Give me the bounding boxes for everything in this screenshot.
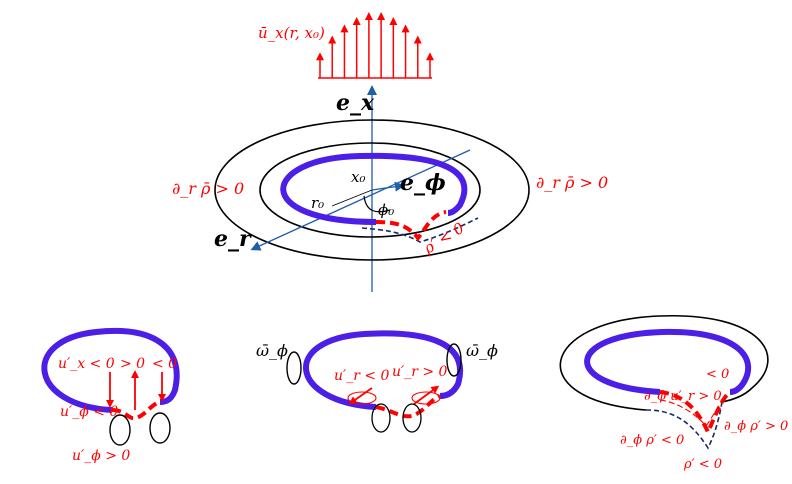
ur-neg-arrow [348,387,373,405]
displaced-contour [361,217,479,243]
omega-loop-left [286,351,302,385]
lt0-label: < 0 [706,367,729,382]
ux-neg2-label: < 0 [152,356,177,372]
phi0-label: ϕ₀ [378,201,394,219]
omega-right-label: ω̄_ϕ [466,341,498,360]
omega-left-label: ω̄_ϕ [256,341,288,360]
dphi-rho-neg-label: ∂_ϕ ρ′ < 0 [620,433,684,448]
ux-neg-label: u′_x < 0 [58,356,115,372]
er-label: e_r [214,226,252,252]
dphi-rho-pos-label: ∂_ϕ ρ′ > 0 [724,419,788,434]
ur-pos-label: u′_r > 0 [392,364,448,380]
bottom-middle-panel: ω̄_ϕ ω̄_ϕ u′_r < 0 u′_r > 0 [256,330,498,433]
ephi-label: e_ϕ [400,170,446,196]
uphi-neg-label: u′_ϕ < 0 [60,404,118,420]
r0-label: r₀ [311,194,324,212]
grad-left-label: ∂_r ρ̄ > 0 [172,179,244,198]
uphi-pos-label: u′_ϕ > 0 [72,448,130,464]
vortex-ring [41,328,180,413]
er-axis [250,149,471,251]
profile-arrows [316,12,434,78]
middle-density-contour [259,142,481,238]
ephi-arrow [371,181,405,192]
rho-prime-label: ρ′ < 0 [683,457,722,472]
bottom-left-panel: u′_x < 0 > 0 < 0 u′_ϕ < 0 u′_ϕ > 0 [41,328,180,464]
grad-right-label: ∂_r ρ̄ > 0 [536,173,608,192]
ur-pos-arrow [413,385,440,405]
r0-line [331,189,373,207]
main-ring-panel: e_x e_ϕ e_r x₀ r₀ ϕ₀ ∂_r ρ̄ > 0 ∂_r ρ̄ >… [172,85,608,292]
vortex-loop-right [149,412,171,444]
velocity-profile: ū_x(r, x₀) [258,12,434,79]
vortex-ring [280,152,468,225]
velocity-profile-label: ū_x(r, x₀) [258,24,325,42]
vortex-loop-right [402,403,422,433]
ur-neg-label: u′_r < 0 [334,368,390,384]
omega-loop-right [446,343,462,377]
outer-density-contour [559,315,769,411]
perturbation-segment [375,210,447,242]
vortex-ring [303,330,463,410]
ux-pos-label: > 0 [120,356,145,372]
phi0-arc [363,195,391,213]
vortex-ring [584,328,752,395]
inner-red-contour [659,395,727,427]
ur-loop-left [347,391,377,405]
perturbation-segment [111,400,161,421]
vortex-loop-left [371,403,391,433]
displaced-contour [645,401,723,450]
bottom-right-panel: ∂_ϕ u′_r > 0 < 0 ∂_ϕ ρ′ < 0 ∂_ϕ ρ′ > 0 ρ… [559,315,788,472]
outer-density-contour [214,119,530,261]
vortex-loop-left [109,414,131,446]
perturbation-segment [375,394,441,419]
x0-label: x₀ [351,168,365,186]
dphi-ur-label: ∂_ϕ u′_r > 0 [644,389,722,404]
ex-label: e_x [336,90,375,116]
ur-loop-right [411,391,441,405]
perturbation-segment [659,390,732,437]
